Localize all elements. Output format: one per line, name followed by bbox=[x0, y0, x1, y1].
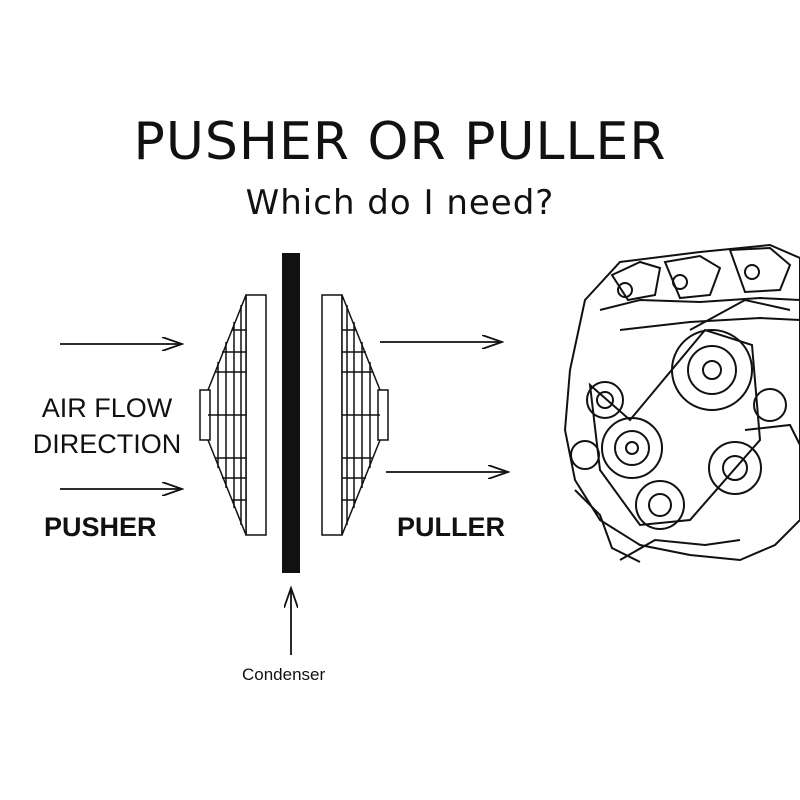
condenser-bar bbox=[282, 253, 300, 573]
airflow-label-line1: AIR FLOW bbox=[41, 393, 173, 423]
airflow-direction-label: AIR FLOW DIRECTION bbox=[22, 390, 192, 462]
pusher-fan-icon bbox=[199, 294, 267, 536]
page-title: PUSHER OR PULLER bbox=[133, 112, 667, 172]
condenser-label: Condenser bbox=[242, 665, 326, 684]
page-subtitle: Which do I need? bbox=[245, 183, 555, 223]
airflow-label-line2: DIRECTION bbox=[32, 429, 182, 459]
puller-label: PULLER bbox=[397, 512, 505, 542]
puller-fan-icon bbox=[321, 294, 389, 536]
pusher-label: PUSHER bbox=[44, 512, 157, 542]
engine-icon bbox=[563, 243, 800, 563]
